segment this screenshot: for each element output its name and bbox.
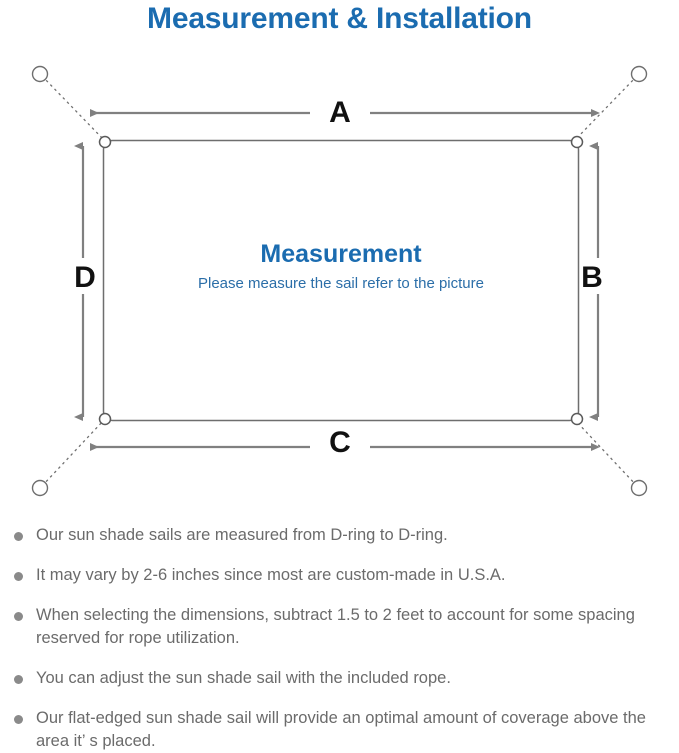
note-text: It may vary by 2-6 inches since most are… bbox=[36, 566, 506, 584]
bullet-icon bbox=[14, 675, 23, 684]
list-item: Our flat-edged sun shade sail will provi… bbox=[8, 707, 679, 753]
page-title: Measurement & Installation bbox=[147, 2, 532, 35]
d-ring-top-right bbox=[570, 135, 584, 149]
d-rings bbox=[98, 135, 584, 426]
notes-list: Our sun shade sails are measured from D-… bbox=[8, 524, 679, 753]
rope-line-bottom-right bbox=[574, 419, 638, 487]
dimension-label-b: B bbox=[581, 261, 603, 294]
rope-lines bbox=[41, 75, 638, 487]
note-text: Our sun shade sails are measured from D-… bbox=[36, 526, 448, 544]
sail-caption-subtitle: Please measure the sail refer to the pic… bbox=[198, 275, 484, 292]
list-item: When selecting the dimensions, subtract … bbox=[8, 604, 679, 650]
sail-body bbox=[102, 139, 580, 422]
rope-line-bottom-left bbox=[41, 419, 105, 487]
bullet-icon bbox=[14, 532, 23, 541]
d-ring-top-left bbox=[98, 135, 112, 149]
anchor-point-top-left bbox=[31, 65, 49, 83]
list-item: It may vary by 2-6 inches since most are… bbox=[8, 564, 679, 587]
bullet-icon bbox=[14, 572, 23, 581]
anchor-points bbox=[31, 65, 648, 497]
anchor-point-top-right bbox=[630, 65, 648, 83]
list-item: You can adjust the sun shade sail with t… bbox=[8, 667, 679, 690]
dimension-label-d: D bbox=[74, 261, 96, 294]
bullet-icon bbox=[14, 715, 23, 724]
sail-caption: Measurement Please measure the sail refe… bbox=[103, 238, 579, 295]
rope-line-top-right bbox=[574, 75, 638, 141]
rope-line-top-left bbox=[41, 75, 105, 141]
note-text: When selecting the dimensions, subtract … bbox=[36, 606, 635, 647]
note-text: Our flat-edged sun shade sail will provi… bbox=[36, 709, 646, 750]
d-ring-bottom-left bbox=[98, 412, 112, 426]
list-item: Our sun shade sails are measured from D-… bbox=[8, 524, 679, 547]
note-text: You can adjust the sun shade sail with t… bbox=[36, 669, 451, 687]
anchor-point-bottom-left bbox=[31, 479, 49, 497]
dimension-label-c: C bbox=[329, 426, 351, 459]
d-ring-bottom-right bbox=[570, 412, 584, 426]
diagram-svg bbox=[31, 65, 648, 497]
bullet-icon bbox=[14, 612, 23, 621]
anchor-point-bottom-right bbox=[630, 479, 648, 497]
sail-caption-title: Measurement bbox=[260, 240, 422, 268]
dimension-label-a: A bbox=[329, 96, 351, 129]
sun-shade-sail-measurement-diagram: A B C D Measurement Please measure the s… bbox=[0, 46, 679, 516]
